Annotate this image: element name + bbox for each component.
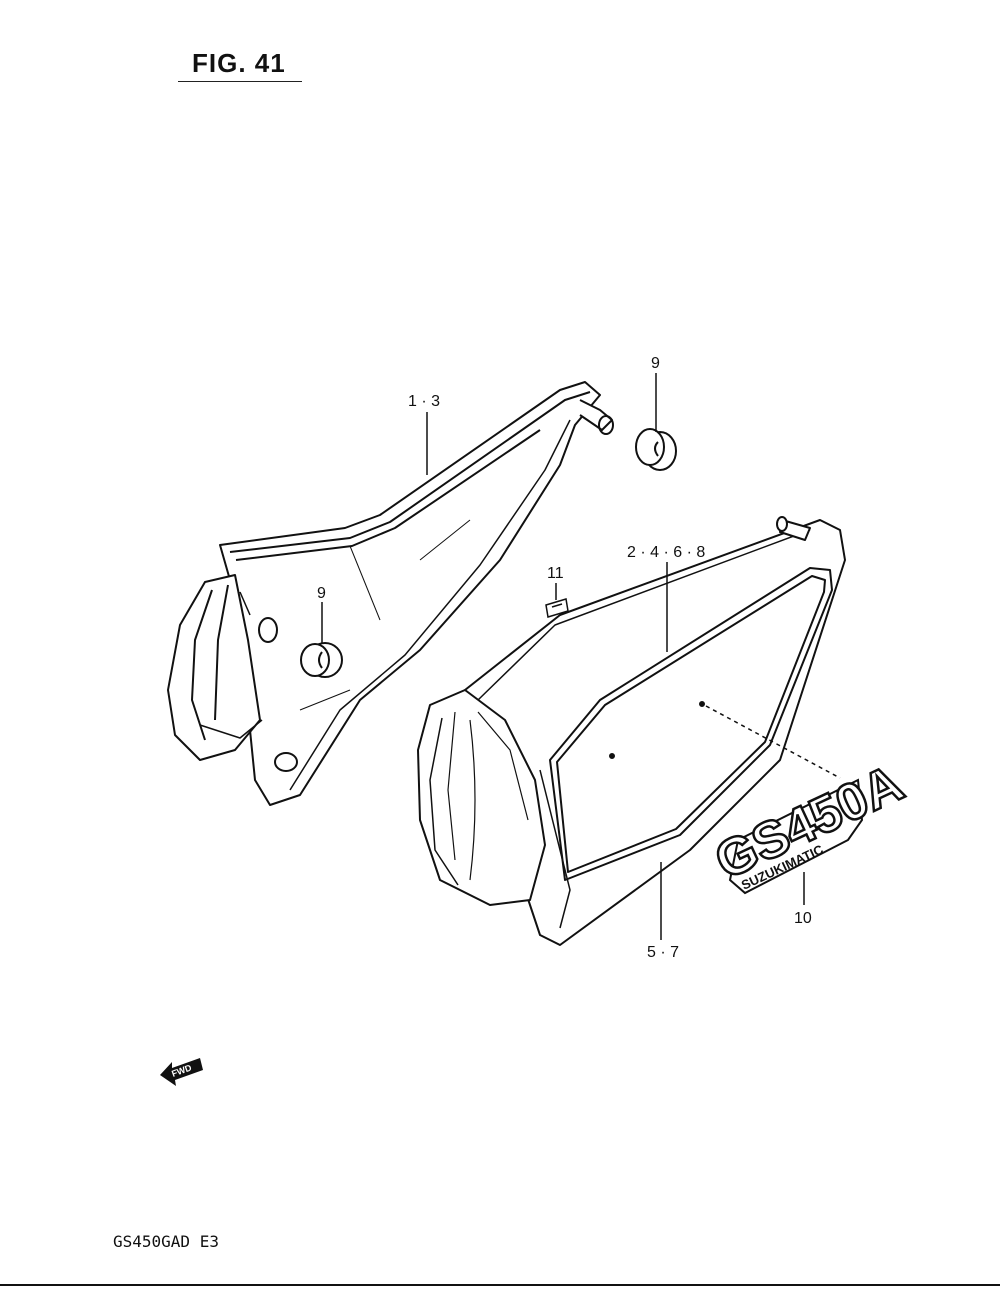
bottom-border — [0, 1284, 1000, 1286]
forward-arrow-icon: FWD — [160, 1058, 203, 1086]
right-frame-cover — [417, 516, 846, 946]
title-underline — [178, 81, 302, 82]
figure-title: FIG. 41 — [192, 48, 286, 78]
left-frame-cover — [167, 381, 614, 806]
grommet-left — [300, 642, 343, 678]
model-code: GS450GAD E3 — [113, 1232, 219, 1251]
leader-lines — [321, 373, 841, 940]
label-part-2-4-6-8: 2 · 4 · 6 · 8 — [627, 544, 705, 561]
label-part-1-3: 1 · 3 — [408, 393, 440, 410]
label-part-10: 10 — [794, 910, 812, 927]
clip — [545, 598, 569, 618]
label-part-9-upper: 9 — [651, 355, 660, 372]
label-part-11: 11 — [547, 565, 564, 582]
label-part-5-7: 5 · 7 — [647, 944, 679, 961]
grommet-upper — [635, 428, 677, 471]
label-part-9-left: 9 — [317, 585, 326, 602]
